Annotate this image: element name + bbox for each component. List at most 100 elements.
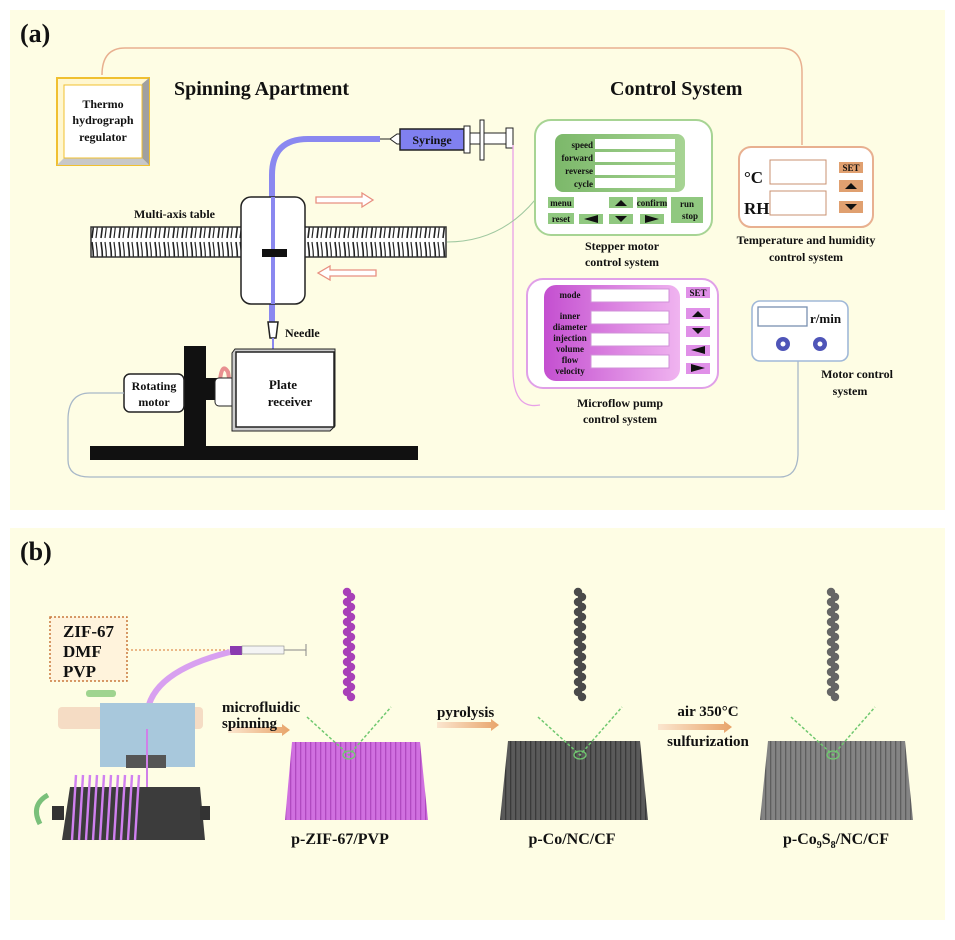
spinning-apartment-title: Spinning Apartment [174, 78, 349, 100]
run-label: run [680, 199, 694, 209]
panel-a-background [10, 10, 945, 510]
needle-label: Needle [285, 326, 320, 340]
confirm-button[interactable] [637, 197, 667, 208]
wound-fiber [126, 774, 134, 841]
arrow-up-icon [845, 183, 857, 189]
thermo-hydrograph-regulator: Thermo hydrograph regulator [56, 77, 150, 166]
control-system-title: Control System [610, 78, 743, 100]
rotation-arrow-icon [33, 792, 50, 826]
temp-set-button[interactable] [839, 162, 863, 173]
arrow-down-icon [615, 216, 627, 222]
plate-receiver: Plate receiver [231, 348, 336, 432]
wound-fiber [112, 774, 120, 841]
reset-button-label: reset [552, 214, 570, 224]
multi-axis-label: Multi-axis table [134, 207, 216, 221]
single-fiber [342, 587, 356, 702]
arrow-left-icon [316, 264, 377, 282]
arrow-right-icon [437, 719, 499, 731]
fiber-mat [285, 742, 428, 820]
product-2 [500, 587, 648, 820]
pump-field-label: velocity [555, 366, 585, 376]
magnify-indicator [537, 706, 623, 757]
pump-caption-line1: Microflow pump [577, 396, 663, 410]
wound-fiber [91, 774, 99, 841]
temp-caption-line1: Temperature and humidity [737, 233, 876, 247]
wound-fiber [77, 774, 85, 841]
run-stop-button[interactable] [671, 197, 703, 223]
stepper-field-input[interactable] [595, 165, 675, 175]
single-fiber [826, 587, 840, 702]
arrow-down-icon [692, 328, 704, 334]
menu-button[interactable] [548, 197, 574, 208]
stepper-caption-line1: Stepper motor [585, 239, 660, 253]
horizontal-motion-arrow-icon [86, 690, 116, 697]
pump-field-label: diameter [553, 322, 587, 332]
pump-field-input[interactable] [590, 332, 670, 347]
mini-syringe [230, 644, 307, 656]
temperature-display [769, 159, 827, 185]
pump-set-label: SET [689, 288, 706, 298]
product-label-zif67-pvp: p-ZIF-67/PVP [291, 831, 389, 848]
magnify-circle [342, 750, 356, 760]
arrow-up-icon [692, 311, 704, 317]
stand-post [184, 346, 206, 446]
magnify-circle [826, 750, 840, 760]
magnify-indicator [790, 706, 876, 757]
pump-field-input[interactable] [590, 288, 670, 303]
connection-line-screw-stepper [446, 199, 536, 243]
pump-set-button[interactable] [686, 287, 710, 298]
temp-caption-line2: control system [769, 250, 843, 264]
process-step-label: air 350°C [677, 704, 738, 720]
stepper-field-input[interactable] [595, 178, 675, 188]
panel-a-label: (a) [20, 19, 50, 48]
product-label-co9s8-nc-cf: p-Co9S8/NC/CF [783, 831, 889, 851]
pump-field-label: volume [556, 344, 584, 354]
stepper-field-label: reverse [565, 166, 593, 176]
thermo-label-line3: regulator [79, 130, 127, 144]
stepper-field-input[interactable] [595, 139, 675, 149]
pump-field-input[interactable] [590, 310, 670, 325]
reset-button[interactable] [548, 213, 574, 224]
fiber-mat [500, 741, 648, 820]
rotating-motor: Rotating motor [123, 373, 185, 413]
connection-line-motor [67, 360, 799, 478]
precursor-zif67: ZIF-67 [63, 622, 115, 641]
stop-label: stop [682, 211, 698, 221]
rotating-collector [52, 774, 210, 841]
knob-center-icon [817, 341, 823, 347]
needle [267, 321, 279, 339]
wound-fiber [98, 774, 106, 841]
wound-fiber [105, 774, 113, 841]
thermo-label-line1: Thermo [82, 97, 123, 111]
confirm-button-label: confirm [637, 198, 668, 208]
knob-center-icon [780, 341, 786, 347]
fluid-tube [269, 136, 380, 335]
product-label-co-nc-cf: p-Co/NC/CF [528, 831, 615, 848]
arrow-right-icon [315, 191, 375, 209]
connection-line-top [101, 47, 803, 145]
motor-control-panel: r/min Motor control system [751, 300, 894, 398]
stepper-field-input[interactable] [595, 152, 675, 162]
pump-field-input[interactable] [590, 354, 670, 369]
fiber-mat [760, 741, 913, 820]
arrow-right-icon [228, 724, 290, 736]
precursor-pvp: PVP [63, 662, 96, 681]
plate-label-line2: receiver [268, 394, 313, 409]
celsius-label: °C [744, 168, 763, 187]
pump-field-label: mode [560, 290, 581, 300]
syringe: Syringe [380, 119, 514, 161]
temp-set-label: SET [842, 163, 859, 173]
rpm-unit-label: r/min [810, 311, 842, 326]
menu-button-label: menu [550, 198, 572, 208]
base-platform [90, 446, 418, 460]
pump-field-label: injection [553, 333, 587, 343]
wound-fiber [133, 774, 141, 841]
stepper-field-label: cycle [574, 179, 593, 189]
precursor-dmf: DMF [63, 642, 102, 661]
arrow-up-icon [615, 200, 627, 206]
arrow-left-icon [584, 215, 598, 223]
arrow-right-icon [645, 215, 659, 223]
